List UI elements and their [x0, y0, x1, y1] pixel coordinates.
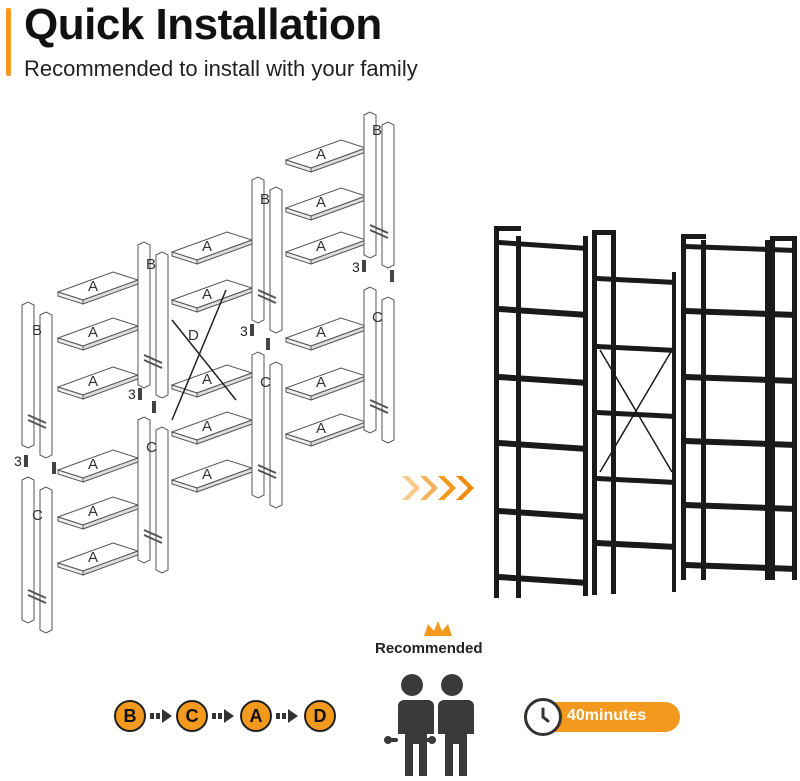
frame-b-mid2: B — [251, 176, 283, 334]
frame-c-mid: C — [137, 416, 169, 574]
svg-text:A: A — [88, 278, 98, 295]
step-a-badge: A — [240, 700, 272, 732]
svg-text:C: C — [260, 374, 271, 391]
svg-text:D: D — [188, 327, 199, 344]
svg-text:A: A — [316, 194, 326, 211]
svg-text:A: A — [202, 466, 212, 483]
column-3-parts: B C A A A A A A 3 — [240, 139, 367, 509]
frame-b-right: B — [363, 111, 395, 269]
brace-d-line-2 — [171, 289, 227, 421]
svg-text:3: 3 — [128, 386, 136, 402]
svg-text:B: B — [372, 122, 382, 139]
svg-text:A: A — [88, 373, 98, 390]
step-arrow-icon — [276, 709, 298, 723]
svg-text:A: A — [316, 324, 326, 341]
svg-text:3: 3 — [240, 323, 248, 339]
crown-icon — [424, 621, 452, 636]
column-1-parts: B C A A A A A A 3 — [14, 271, 139, 634]
step-b-badge: B — [114, 700, 146, 732]
svg-text:A: A — [88, 324, 98, 341]
step-arrows — [150, 709, 298, 723]
svg-text:A: A — [202, 238, 212, 255]
frame-b-left: B — [21, 301, 53, 459]
svg-text:A: A — [88, 549, 98, 566]
assembled-bookshelf-image — [494, 226, 797, 598]
svg-text:A: A — [316, 238, 326, 255]
frame-c-left: C — [21, 476, 53, 634]
frame-b-mid: B — [137, 241, 169, 399]
svg-text:B: B — [260, 191, 270, 208]
svg-text:B: B — [146, 256, 156, 273]
clock-icon — [524, 698, 562, 736]
svg-text:A: A — [316, 374, 326, 391]
svg-text:3: 3 — [14, 453, 22, 469]
column-2-parts: B C A A A A A D 3 — [128, 231, 253, 574]
svg-text:3: 3 — [352, 259, 360, 275]
page-title: Quick Installation — [24, 0, 382, 49]
two-people-with-wrenches-icon — [384, 674, 474, 776]
title-accent-bar — [6, 8, 11, 76]
frame-c-right: C — [363, 286, 395, 444]
svg-text:C: C — [146, 439, 157, 456]
page-subtitle: Recommended to install with your family — [24, 56, 418, 81]
svg-text:C: C — [32, 507, 43, 524]
frame-c-mid2: C — [251, 351, 283, 509]
svg-text:A: A — [88, 503, 98, 520]
svg-text:B: B — [32, 322, 42, 339]
step-arrow-icon — [150, 709, 172, 723]
step-d-badge: D — [304, 700, 336, 732]
step-arrow-icon — [212, 709, 234, 723]
svg-text:A: A — [316, 146, 326, 163]
svg-text:A: A — [202, 418, 212, 435]
column-4-parts: B C 3 — [352, 111, 395, 444]
brace-d-line-1 — [171, 319, 237, 401]
svg-text:C: C — [372, 309, 383, 326]
svg-text:A: A — [202, 371, 212, 388]
recommended-label: Recommended — [375, 640, 483, 657]
direction-arrows-icon — [402, 476, 474, 500]
svg-text:A: A — [316, 420, 326, 437]
step-c-badge: C — [176, 700, 208, 732]
time-label: 40minutes — [567, 707, 647, 724]
svg-text:A: A — [88, 456, 98, 473]
svg-text:A: A — [202, 286, 212, 303]
